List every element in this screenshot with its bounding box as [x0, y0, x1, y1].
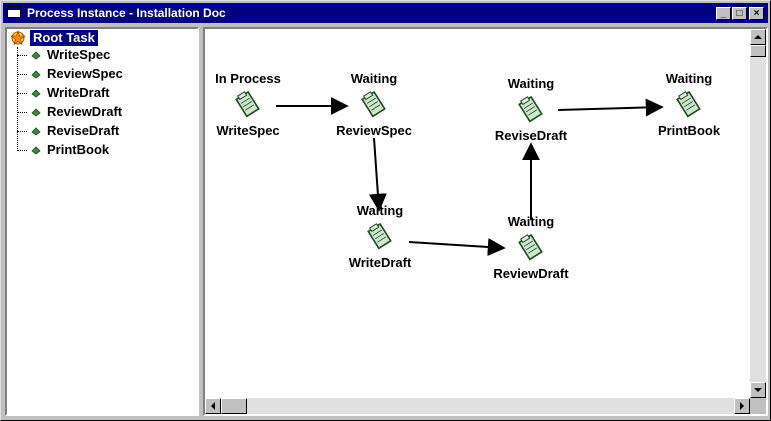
- task-leaf-icon: [31, 127, 41, 136]
- node-name: PrintBook: [657, 123, 721, 138]
- scroll-left-button[interactable]: [205, 398, 221, 414]
- close-icon: ×: [753, 8, 760, 19]
- minimize-button[interactable]: _: [716, 7, 731, 20]
- process-diagram-canvas: In Process WriteSpec Waiting ReviewSpec …: [205, 29, 750, 398]
- tree-item[interactable]: WriteDraft: [17, 85, 197, 101]
- tree-root-label: Root Task: [30, 30, 98, 46]
- scroll-right-button[interactable]: [734, 398, 750, 414]
- edge-writedraft-reviewdraft: [408, 237, 506, 256]
- tree-item[interactable]: ReviseDraft: [17, 123, 197, 139]
- clipboard-icon: [518, 234, 543, 261]
- tree-item-label: PrintBook: [47, 142, 110, 157]
- process-diagram-pane: In Process WriteSpec Waiting ReviewSpec …: [203, 27, 768, 416]
- node-name: ReviewDraft: [493, 266, 569, 281]
- tree-item-label: WriteDraft: [47, 85, 110, 100]
- tree-item-label: ReviewSpec: [47, 66, 123, 81]
- tree-item[interactable]: WriteSpec: [17, 47, 197, 63]
- root-task-icon: [10, 30, 26, 46]
- node-name: ReviseDraft: [494, 128, 568, 143]
- window-title: Process Instance - Installation Doc: [27, 6, 226, 20]
- arrow-right-icon: [740, 402, 744, 410]
- clipboard-icon: [361, 91, 386, 118]
- node-status: Waiting: [507, 214, 555, 229]
- node-status: Waiting: [350, 71, 398, 86]
- task-leaf-icon: [31, 89, 41, 98]
- node-name: WriteDraft: [348, 255, 412, 270]
- arrow-left-icon: [211, 402, 215, 410]
- title-bar[interactable]: Process Instance - Installation Doc _ □ …: [3, 3, 768, 23]
- horizontal-scrollbar[interactable]: [205, 398, 750, 414]
- process-diagram-arrows: [276, 97, 664, 256]
- tree-item-label: ReviseDraft: [47, 123, 120, 138]
- close-button[interactable]: ×: [749, 7, 764, 20]
- vertical-scroll-thumb[interactable]: [750, 45, 766, 57]
- vertical-scrollbar[interactable]: [750, 29, 766, 398]
- scroll-up-button[interactable]: [750, 29, 766, 45]
- scrollbar-corner: [750, 398, 766, 414]
- node-status: Waiting: [665, 71, 713, 86]
- task-leaf-icon: [31, 146, 41, 155]
- clipboard-icon: [235, 91, 260, 118]
- tree-item-label: WriteSpec: [47, 47, 111, 62]
- tree-connector: [17, 47, 18, 151]
- scroll-down-button[interactable]: [750, 382, 766, 398]
- arrow-up-icon: [754, 35, 762, 39]
- tree-item[interactable]: ReviewSpec: [17, 66, 197, 82]
- maximize-button[interactable]: □: [732, 7, 747, 20]
- task-leaf-icon: [31, 108, 41, 117]
- task-leaf-icon: [31, 70, 41, 79]
- tree-item-label: ReviewDraft: [47, 104, 123, 119]
- minimize-icon: _: [720, 8, 727, 19]
- edge-revisedraft-printbook: [557, 98, 664, 117]
- task-leaf-icon: [31, 51, 41, 60]
- tree-item[interactable]: ReviewDraft: [17, 104, 197, 120]
- maximize-icon: □: [736, 8, 743, 19]
- clipboard-icon: [518, 96, 543, 123]
- horizontal-scroll-thumb[interactable]: [221, 398, 247, 414]
- node-status: Waiting: [356, 203, 404, 218]
- clipboard-icon: [676, 91, 701, 118]
- node-name: WriteSpec: [216, 123, 280, 138]
- task-tree-pane: Root Task WriteSpec ReviewSpec WriteDraf…: [5, 27, 199, 416]
- edge-reviewspec-writedraft: [368, 137, 387, 212]
- node-status: Waiting: [507, 76, 555, 91]
- node-name: ReviewSpec: [336, 123, 412, 138]
- window-icon[interactable]: [7, 6, 21, 18]
- clipboard-icon: [367, 223, 392, 250]
- node-status: In Process: [215, 71, 281, 86]
- arrow-down-icon: [754, 388, 762, 392]
- tree-item[interactable]: PrintBook: [17, 142, 197, 158]
